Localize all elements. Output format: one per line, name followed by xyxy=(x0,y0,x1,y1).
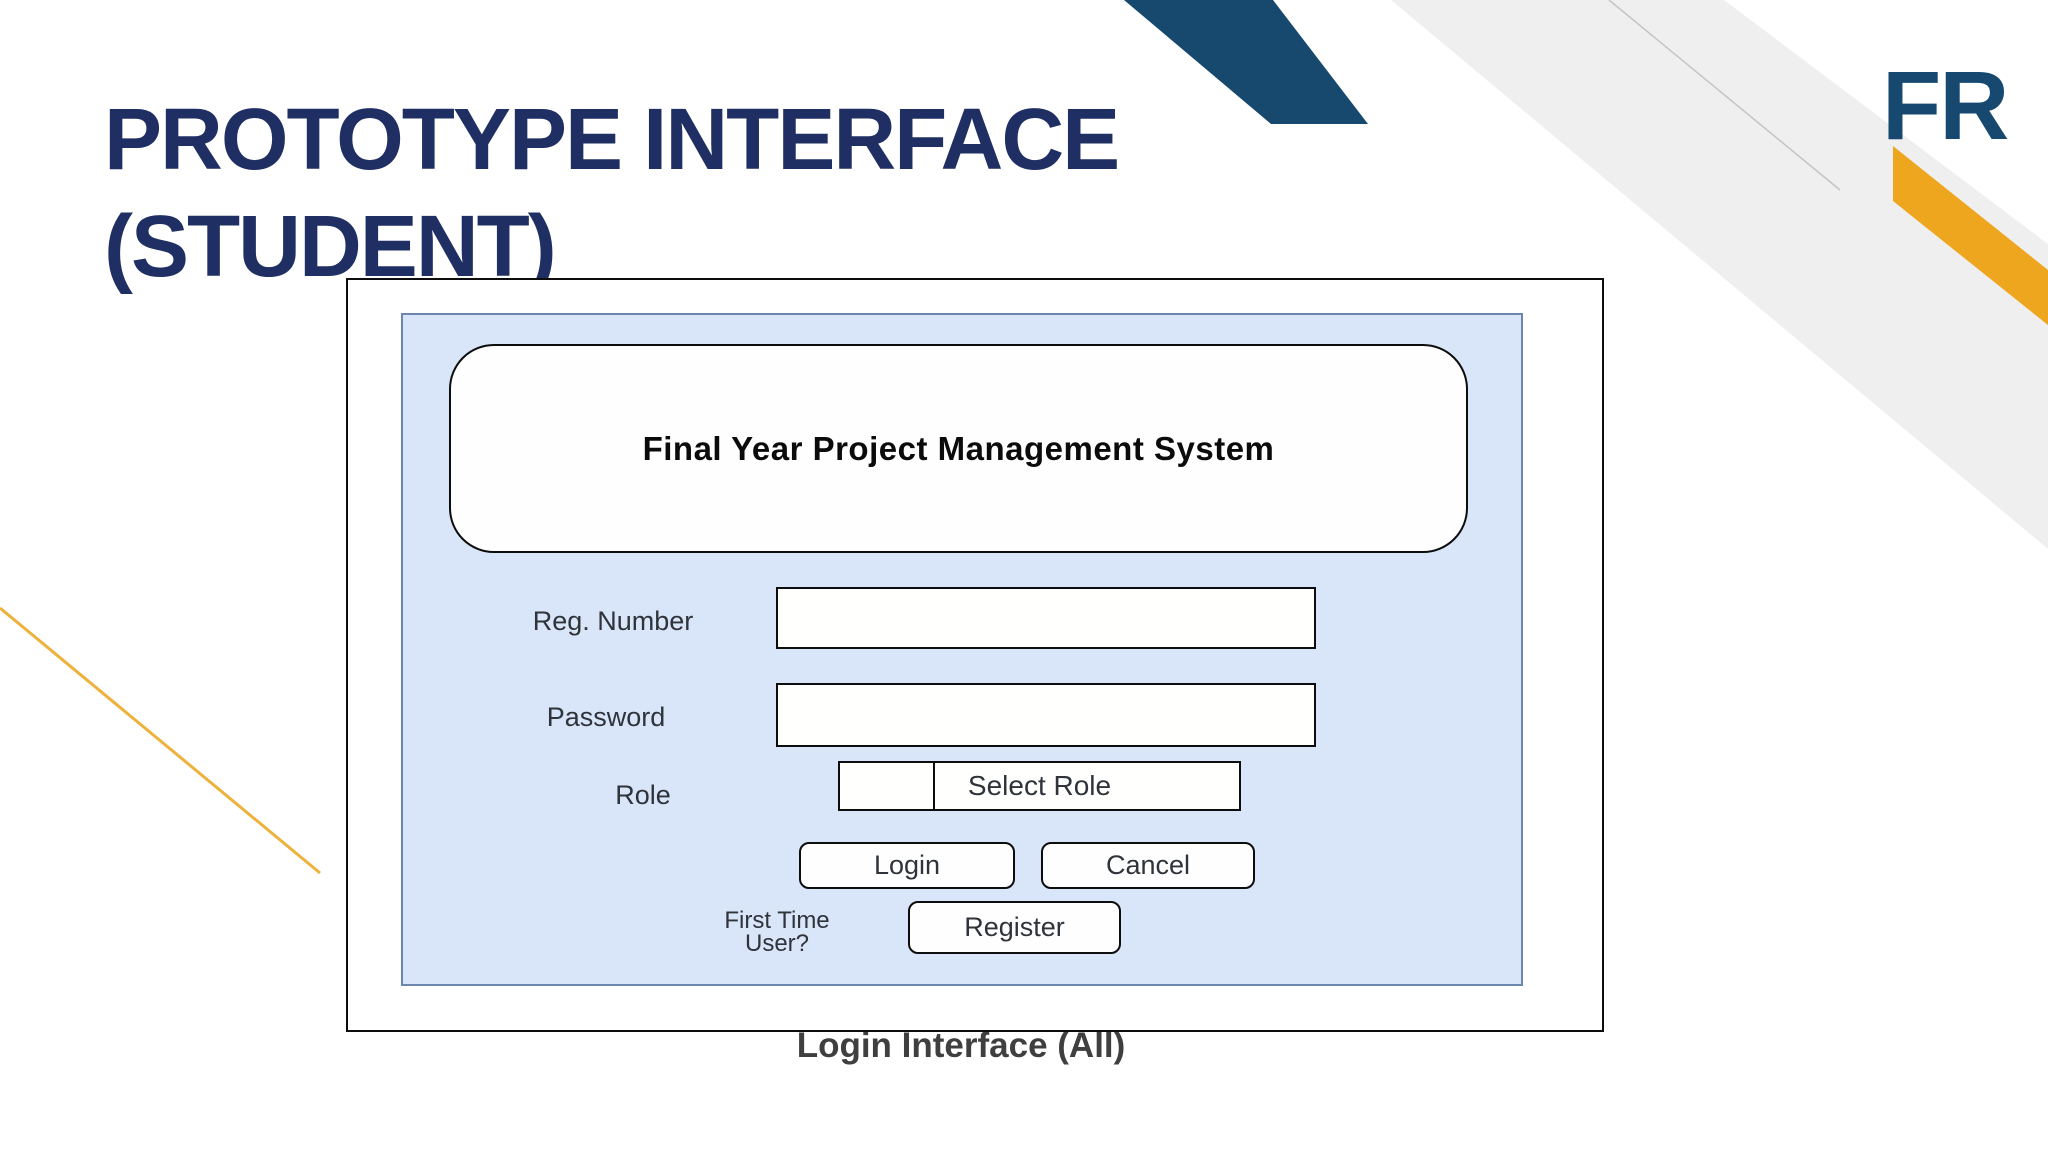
register-button[interactable]: Register xyxy=(908,901,1121,954)
first-time-user-label: First Time User? xyxy=(691,907,863,957)
page-title-line1: PROTOTYPE INTERFACE xyxy=(104,91,1120,189)
gray-diagonal-hairline xyxy=(1608,0,1841,191)
brand-logo: FR xyxy=(1882,51,2009,160)
login-mockup-frame: Final Year Project Management System Reg… xyxy=(346,278,1604,1032)
page-title: PROTOTYPE INTERFACE (STUDENT) xyxy=(104,86,1120,300)
role-select[interactable]: Select Role xyxy=(838,761,1241,811)
first-time-line1: First Time xyxy=(724,907,830,934)
gold-diagonal-band xyxy=(1893,146,2048,325)
password-label: Password xyxy=(546,702,666,732)
reg-number-label: Reg. Number xyxy=(532,606,694,636)
login-mockup-panel: Final Year Project Management System Reg… xyxy=(401,313,1523,986)
gold-diagonal-line xyxy=(0,606,321,875)
role-select-left-cell[interactable] xyxy=(840,763,935,809)
password-input[interactable] xyxy=(776,683,1316,747)
figure-caption: Login Interface (All) xyxy=(796,1026,1126,1065)
login-button[interactable]: Login xyxy=(799,842,1015,889)
role-label: Role xyxy=(615,780,671,810)
first-time-line2: User? xyxy=(744,930,810,957)
gray-diagonal-band xyxy=(1391,0,2048,549)
navy-diagonal-stripe xyxy=(1124,0,1368,124)
cancel-button[interactable]: Cancel xyxy=(1041,842,1255,889)
reg-number-input[interactable] xyxy=(776,587,1316,649)
system-title-text: Final Year Project Management System xyxy=(642,429,1275,467)
system-title-box: Final Year Project Management System xyxy=(449,344,1468,553)
role-select-value: Select Role xyxy=(967,770,1112,801)
